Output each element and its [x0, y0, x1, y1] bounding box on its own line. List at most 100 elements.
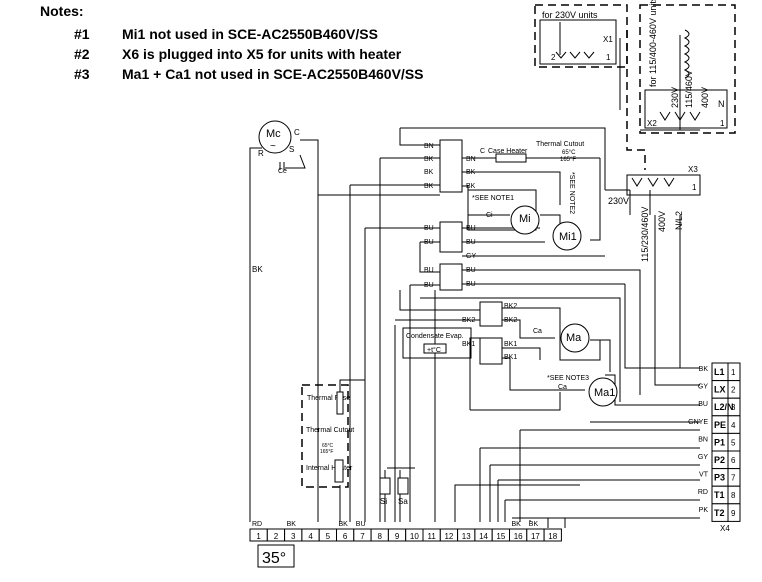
ci-label: Ci: [486, 212, 493, 219]
x4-wire-label: GY: [698, 384, 708, 391]
strip-terminal-number: 17: [531, 532, 540, 541]
angle-box: [257, 544, 295, 568]
relay2-left-wire: BU: [424, 282, 434, 289]
ma-motor-icon: [560, 323, 590, 353]
strip-terminal-number: 6: [343, 532, 348, 541]
x6-pin-1: 1: [606, 53, 611, 62]
cutout2-temp-c: 65°C: [322, 443, 334, 449]
mi-group-box: [467, 189, 537, 231]
relay-2b: [439, 263, 463, 291]
strip-terminal-number: 7: [360, 532, 365, 541]
cutout2-temp-f: 165°F: [320, 449, 333, 455]
strip-terminal-number: 2: [274, 532, 279, 541]
relay2-left-wire: BU: [424, 267, 434, 274]
x3-label-115-230-460v: 115/230/460V: [640, 207, 650, 262]
x3-id: X3: [688, 165, 698, 174]
strip-terminal-number: 8: [378, 532, 383, 541]
x6-id: X1: [603, 35, 613, 44]
see-note3: *SEE NOTE3: [547, 375, 589, 382]
strip-wire-label: RD: [252, 521, 262, 528]
x4-wire-label: GNYE: [688, 419, 708, 426]
x5-tap-230v: 230V: [670, 87, 680, 108]
thermal-fuse-label: Thermal Fuse: [307, 395, 350, 402]
x4-terminal-number: 7: [731, 474, 736, 483]
relay2-left-wire: BU: [424, 239, 434, 246]
relay1-left-wire: BK: [424, 183, 434, 190]
strip-terminal-number: 13: [462, 532, 471, 541]
strip-wire-label: BK: [287, 521, 297, 528]
x3-pin: 1: [692, 183, 697, 192]
x4-terminal-number: 1: [731, 368, 736, 377]
relay1-right-wire: BN: [466, 156, 476, 163]
angle-label: 35°: [262, 550, 286, 567]
x4-wire-label: BK: [699, 366, 709, 373]
strip-terminal-number: 12: [444, 532, 453, 541]
strip-terminal-number: 15: [496, 532, 505, 541]
strip-wire-label: BK: [339, 521, 349, 528]
sa-label: Sa: [398, 497, 408, 506]
strip-wire-label: BK: [529, 521, 539, 528]
note-text: Ma1 + Ca1 not used in SCE-AC2550B460V/SS: [122, 66, 424, 82]
sa-sensor-icon: [397, 477, 409, 495]
x5-tap-400v: 400V: [700, 87, 710, 108]
relay1-right-wire: BK: [466, 183, 476, 190]
x4-wire-label: BU: [698, 401, 708, 408]
condensate-evap-label: Condensate Evap.: [406, 333, 464, 340]
relay2-left-wire: BU: [424, 225, 434, 232]
x3-label-n-l2: N/L2: [674, 211, 684, 230]
note-number: #2: [74, 46, 90, 62]
notes-block: Notes: #1 Mi1 not used in SCE-AC2550B460…: [0, 0, 520, 90]
x4-terminal-label: L2/N: [714, 402, 734, 412]
x4-terminal-label: PE: [714, 420, 726, 430]
ca1-label: Ca: [558, 384, 567, 391]
x3-label-230v: 230V: [608, 196, 629, 206]
mc-label: Mc: [266, 128, 281, 140]
case-heater-label: Case Heater: [488, 148, 528, 155]
x4-terminal-label: LX: [714, 385, 726, 395]
relay-3a: [479, 301, 503, 327]
dashed-enclosures: [301, 4, 736, 488]
internal-heater-icon: [334, 459, 344, 483]
note-text: Mi1 not used in SCE-AC2550B460V/SS: [122, 26, 378, 42]
x4-terminal-label: T1: [714, 490, 725, 500]
wires: [249, 22, 701, 528]
strip-terminal-number: 11: [427, 532, 436, 541]
dashed-link: [626, 30, 646, 170]
strip-terminal-number: 5: [326, 532, 331, 541]
relay1-left-wire: BN: [424, 143, 434, 150]
x5-tap-n: N: [718, 99, 725, 109]
evap-heater-icon: [423, 343, 447, 354]
x4-wire-label: GY: [698, 454, 708, 461]
strip-terminal: [543, 528, 562, 542]
x4-id: X4: [720, 524, 730, 533]
ce-label: Ce: [278, 168, 287, 175]
relay3-right-wire: BK1: [504, 341, 517, 348]
ca-label: Ca: [533, 328, 542, 335]
x4-terminal-number: 2: [731, 386, 736, 395]
notes-title: Notes:: [40, 3, 84, 19]
case-heater-c: C: [480, 148, 485, 155]
strip-terminal-number: 1: [256, 532, 261, 541]
tilde-glyph: ~: [270, 141, 276, 152]
thermal-cutout2-label: Thermal Cutout: [306, 427, 354, 434]
relay2-right-wire: BU: [466, 239, 476, 246]
x3-contacts: [631, 177, 675, 187]
strip-terminal-number: 14: [479, 532, 488, 541]
relay1-right-wire: BK: [466, 169, 476, 176]
ma1-motor-icon: [588, 377, 618, 407]
internal-heater-label: Internal Heater: [306, 465, 353, 472]
thermal-cutout-temp-c: 65°C: [562, 150, 576, 156]
thermal-cutout-temp-f: 165°F: [560, 157, 576, 163]
x4-terminal-number: 5: [731, 438, 736, 447]
strip-terminal-number: 4: [308, 532, 313, 541]
x6-pin-2: 2: [551, 53, 556, 62]
x4-terminal-label: P3: [714, 473, 725, 483]
strip-terminal-number: 16: [514, 532, 523, 541]
bk-left-label: BK: [252, 265, 263, 274]
x4-terminal-label: P2: [714, 455, 725, 465]
x5-contacts: [659, 111, 701, 121]
mc-motor-icon: [258, 120, 292, 154]
see-note2: *SEE NOTE2: [568, 172, 575, 214]
relay3-left-wire: BK2: [462, 317, 475, 324]
